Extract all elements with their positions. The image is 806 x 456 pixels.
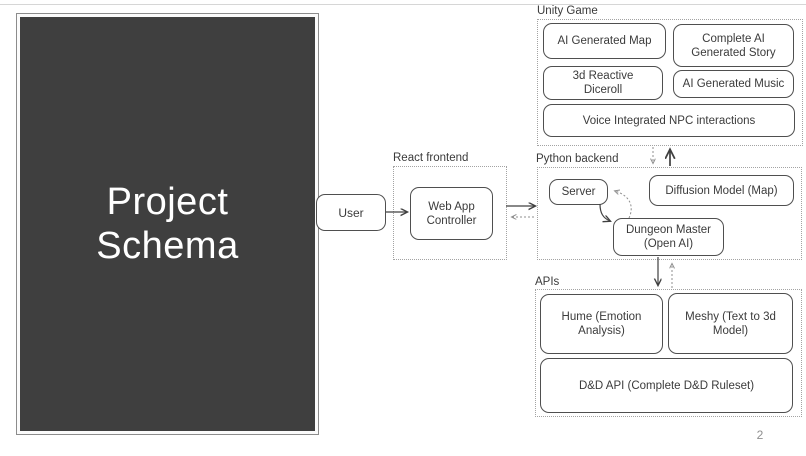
group-label-apis: APIs (535, 276, 560, 288)
slide-title: Project Schema (96, 180, 238, 268)
node-3d-reactive-diceroll: 3d Reactive Diceroll (543, 66, 663, 100)
group-unity-game (537, 19, 803, 146)
group-apis (535, 289, 802, 417)
node-ai-generated-music: AI Generated Music (673, 70, 794, 98)
group-label-python-backend: Python backend (536, 153, 619, 165)
node-voice-npc-interactions: Voice Integrated NPC interactions (543, 104, 795, 137)
node-web-app-controller: Web App Controller (410, 187, 493, 240)
node-complete-ai-generated-story: Complete AI Generated Story (673, 24, 794, 67)
group-react-frontend (393, 166, 507, 260)
node-server: Server (549, 179, 608, 205)
group-python-backend (537, 167, 802, 260)
title-card: Project Schema (17, 14, 318, 434)
node-hume: Hume (Emotion Analysis) (540, 294, 663, 354)
node-dnd-api: D&D API (Complete D&D Ruleset) (540, 358, 793, 413)
slide-title-line2: Schema (96, 225, 239, 267)
node-user: User (316, 194, 386, 231)
slide-title-line1: Project (106, 181, 229, 223)
slide-top-divider (0, 4, 806, 5)
group-label-unity-game: Unity Game (537, 5, 598, 17)
node-dungeon-master: Dungeon Master (Open AI) (613, 218, 724, 256)
group-label-react-frontend: React frontend (393, 152, 469, 164)
node-ai-generated-map: AI Generated Map (543, 23, 666, 59)
node-meshy: Meshy (Text to 3d Model) (668, 293, 793, 354)
page-number: 2 (756, 428, 764, 442)
node-diffusion-model: Diffusion Model (Map) (649, 175, 794, 206)
